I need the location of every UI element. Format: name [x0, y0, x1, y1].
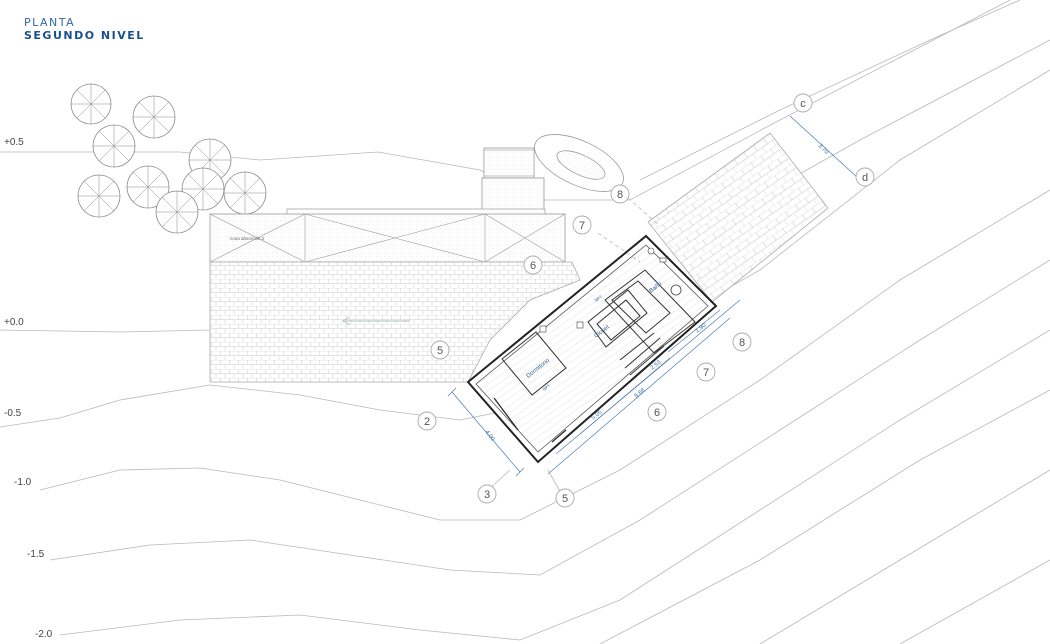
plan-subtitle: SEGUNDO NIVEL — [24, 29, 145, 42]
terrace-paving — [209, 261, 581, 383]
tree-icon — [155, 190, 199, 234]
svg-text:2: 2 — [424, 416, 430, 428]
axis-bubble: 5 — [430, 340, 450, 360]
level-label: -1.5 — [27, 549, 45, 560]
dimension-label: 3.70 — [817, 143, 830, 156]
tree-icon — [223, 171, 267, 215]
axis-bubble: d — [855, 167, 875, 187]
house-plan: Dormitorio Closet Baño NPT NPT — [466, 234, 718, 464]
oval-planter — [534, 134, 624, 192]
svg-text:5: 5 — [562, 493, 568, 505]
axis-bubble: 7 — [572, 215, 592, 235]
svg-text:3: 3 — [484, 489, 490, 501]
svg-text:d: d — [862, 172, 868, 184]
axis-bubble: 2 — [417, 411, 437, 431]
tree-icon — [126, 165, 170, 209]
svg-text:6: 6 — [530, 260, 536, 272]
axis-bubble: 7 — [696, 362, 716, 382]
axis-bubble: 8 — [610, 184, 630, 204]
axis-bubble: 3 — [477, 484, 497, 504]
axis-markers: 2 3 5 6 7 8 5 6 7 8 c d — [417, 93, 875, 508]
level-tag: NPT — [594, 294, 604, 303]
svg-text:5: 5 — [437, 345, 443, 357]
tree-icon — [132, 95, 176, 139]
level-tag: NPT — [542, 383, 552, 392]
level-label: +0.5 — [4, 137, 24, 148]
svg-text:c: c — [800, 98, 806, 110]
axis-bubble: 6 — [647, 402, 667, 422]
dimension-label: 9.68 — [634, 387, 647, 399]
svg-text:7: 7 — [703, 367, 709, 379]
svg-text:8: 8 — [739, 337, 745, 349]
level-label: -1.0 — [14, 477, 32, 488]
deck-paving — [647, 132, 829, 303]
tree-icon — [77, 174, 121, 218]
tree-icon — [92, 124, 136, 168]
axis-bubble: c — [793, 93, 813, 113]
plan-title: PLANTA — [24, 16, 76, 29]
level-label: -0.5 — [4, 408, 22, 419]
svg-text:6: 6 — [654, 407, 660, 419]
tree-group — [70, 83, 267, 234]
level-label: -2.0 — [35, 629, 53, 640]
zone-label: zona absorción 2 — [230, 236, 265, 241]
existing-building: zona absorción 2 — [209, 147, 566, 263]
svg-text:8: 8 — [617, 189, 623, 201]
level-label: +0.0 — [4, 317, 24, 328]
tree-icon — [70, 83, 112, 125]
axis-bubble: 5 — [555, 488, 575, 508]
svg-text:7: 7 — [579, 220, 585, 232]
axis-bubble: 8 — [732, 332, 752, 352]
axis-bubble: 6 — [523, 255, 543, 275]
